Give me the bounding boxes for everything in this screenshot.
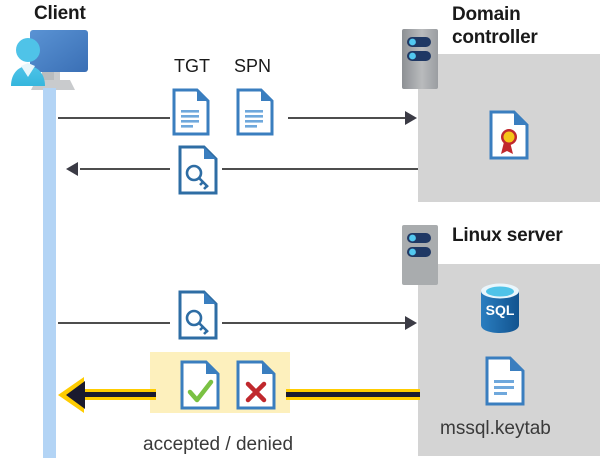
verdict-label: accepted / denied [143, 434, 294, 455]
document-check-icon [180, 360, 220, 410]
client-title: Client [34, 3, 86, 24]
keytab-filename-label: mssql.keytab [440, 418, 551, 439]
document-icon [485, 356, 525, 406]
document-key-icon [178, 290, 218, 340]
flow-3-line-left [58, 322, 170, 324]
document-key-icon [178, 145, 218, 195]
flow-4-line-right [286, 389, 420, 400]
flow-3-arrowhead [405, 316, 417, 330]
document-x-icon [236, 360, 276, 410]
flow-2-line-left [80, 168, 170, 170]
client-lifeline [43, 88, 56, 458]
linux-server-rack-icon [400, 224, 440, 286]
flow-1-line-right [288, 117, 406, 119]
document-icon [236, 88, 274, 136]
flow-4-line-left [80, 389, 156, 400]
flow-2-line-right [222, 168, 418, 170]
flow-1-line-left [58, 117, 170, 119]
tgt-label: TGT [174, 56, 210, 76]
certificate-document-icon [489, 110, 529, 160]
flow-2-arrowhead [66, 162, 78, 176]
spn-label: SPN [234, 56, 272, 76]
svg-text:SQL: SQL [486, 302, 515, 318]
flow-4-arrowhead [66, 381, 85, 409]
flow-3-line-right [222, 322, 406, 324]
flow-1-arrowhead [405, 111, 417, 125]
domain-controller-title: Domain controller [452, 4, 538, 48]
sql-database-icon: SQL [475, 281, 525, 336]
linux-server-title: Linux server [452, 225, 563, 246]
domain-controller-rack-icon [400, 28, 440, 90]
document-icon [172, 88, 210, 136]
user-computer-icon [6, 24, 96, 96]
